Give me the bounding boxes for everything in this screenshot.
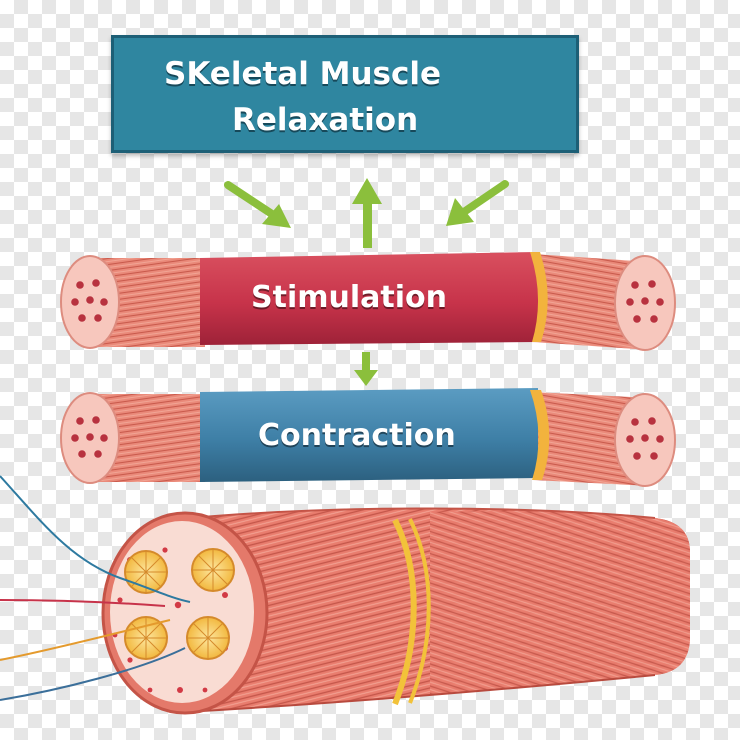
fascicle <box>186 616 230 660</box>
stimulation-band <box>200 252 538 345</box>
contraction-label: Contraction <box>258 418 456 453</box>
arrow-down-right-icon <box>224 181 291 228</box>
title-line-2: Relaxation <box>232 102 419 138</box>
arrow-between-stages-icon <box>354 352 378 386</box>
connective-ring <box>530 252 548 342</box>
arrow-down-left-icon <box>446 180 509 226</box>
stimulation-muscle-fiber <box>60 252 676 351</box>
stimulation-label: Stimulation <box>251 280 447 315</box>
muscle-bundle-illustration <box>101 507 690 715</box>
contraction-band <box>200 388 538 482</box>
connective-ring <box>530 390 550 480</box>
fascicle <box>191 548 235 592</box>
title-line-1: SKeletal Muscle <box>164 56 442 92</box>
contraction-muscle-fiber <box>60 388 676 487</box>
connective-ring <box>392 518 417 706</box>
nerve-fibers <box>0 475 191 701</box>
fascicle <box>124 616 168 660</box>
perimysium <box>110 521 254 703</box>
title-box: SKeletal Muscle Relaxation <box>111 35 579 153</box>
arrow-up-icon <box>352 178 382 248</box>
connective-ring <box>408 518 431 704</box>
